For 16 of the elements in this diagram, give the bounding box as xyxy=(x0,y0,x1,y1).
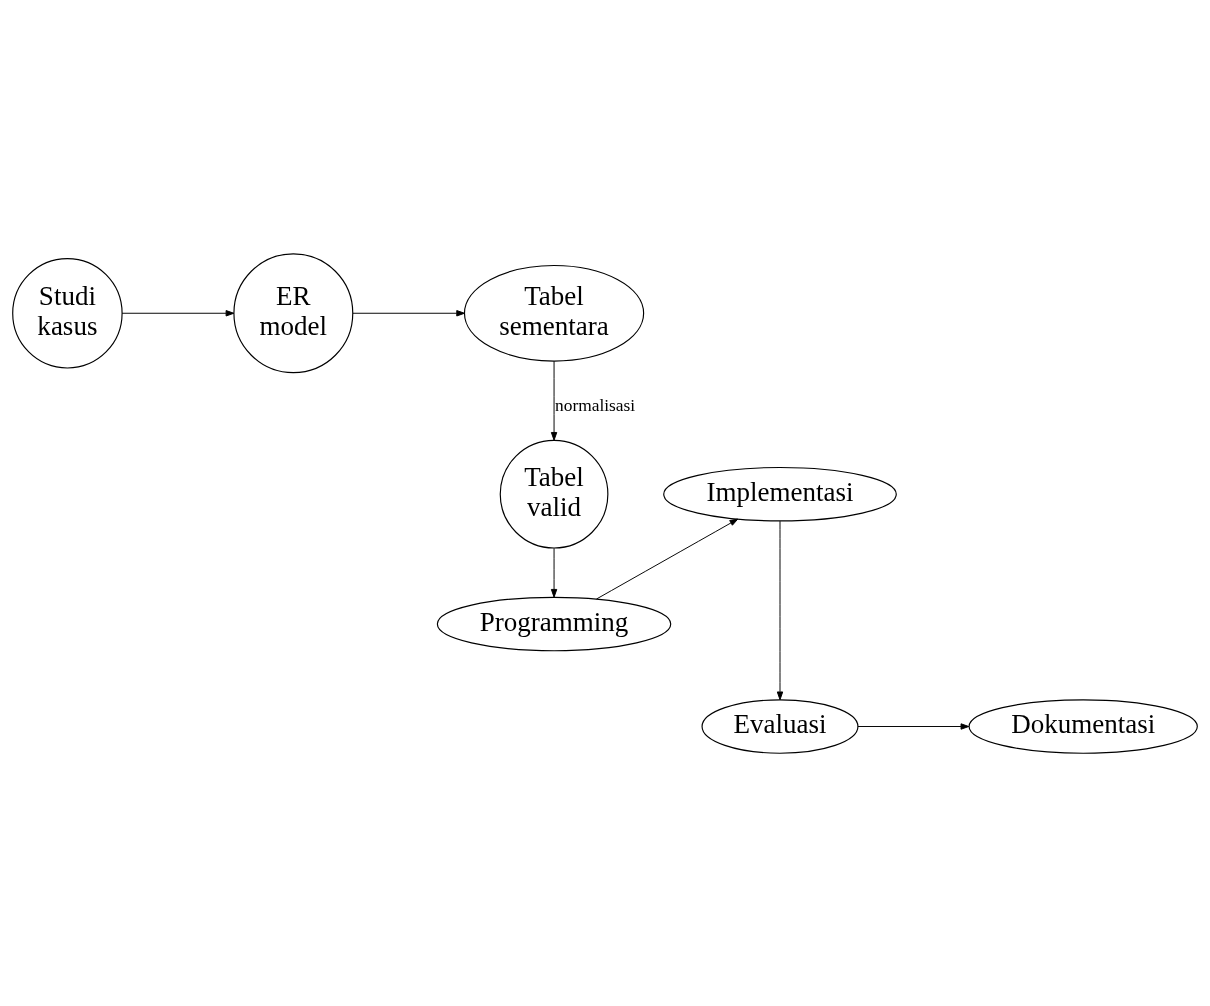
edge-label: normalisasi xyxy=(555,395,636,415)
node-ellipse: Tabel sementara xyxy=(463,264,645,362)
node-circle: Tabel valid xyxy=(499,439,609,549)
node-circle: Studi kasus xyxy=(12,257,123,369)
arrow xyxy=(352,309,465,316)
arrow xyxy=(550,360,558,441)
arrow xyxy=(857,722,970,730)
node-ellipse: Dokumentasi xyxy=(968,698,1198,754)
node-ellipse: Programming xyxy=(436,596,672,651)
node-ellipse: Implementasi xyxy=(663,466,897,521)
arrow xyxy=(121,309,235,316)
node-ellipse: Evaluasi xyxy=(701,698,859,754)
arrow xyxy=(550,547,558,598)
arrow xyxy=(595,518,739,600)
node-circle: ER model xyxy=(233,252,354,373)
arrow xyxy=(776,520,784,700)
